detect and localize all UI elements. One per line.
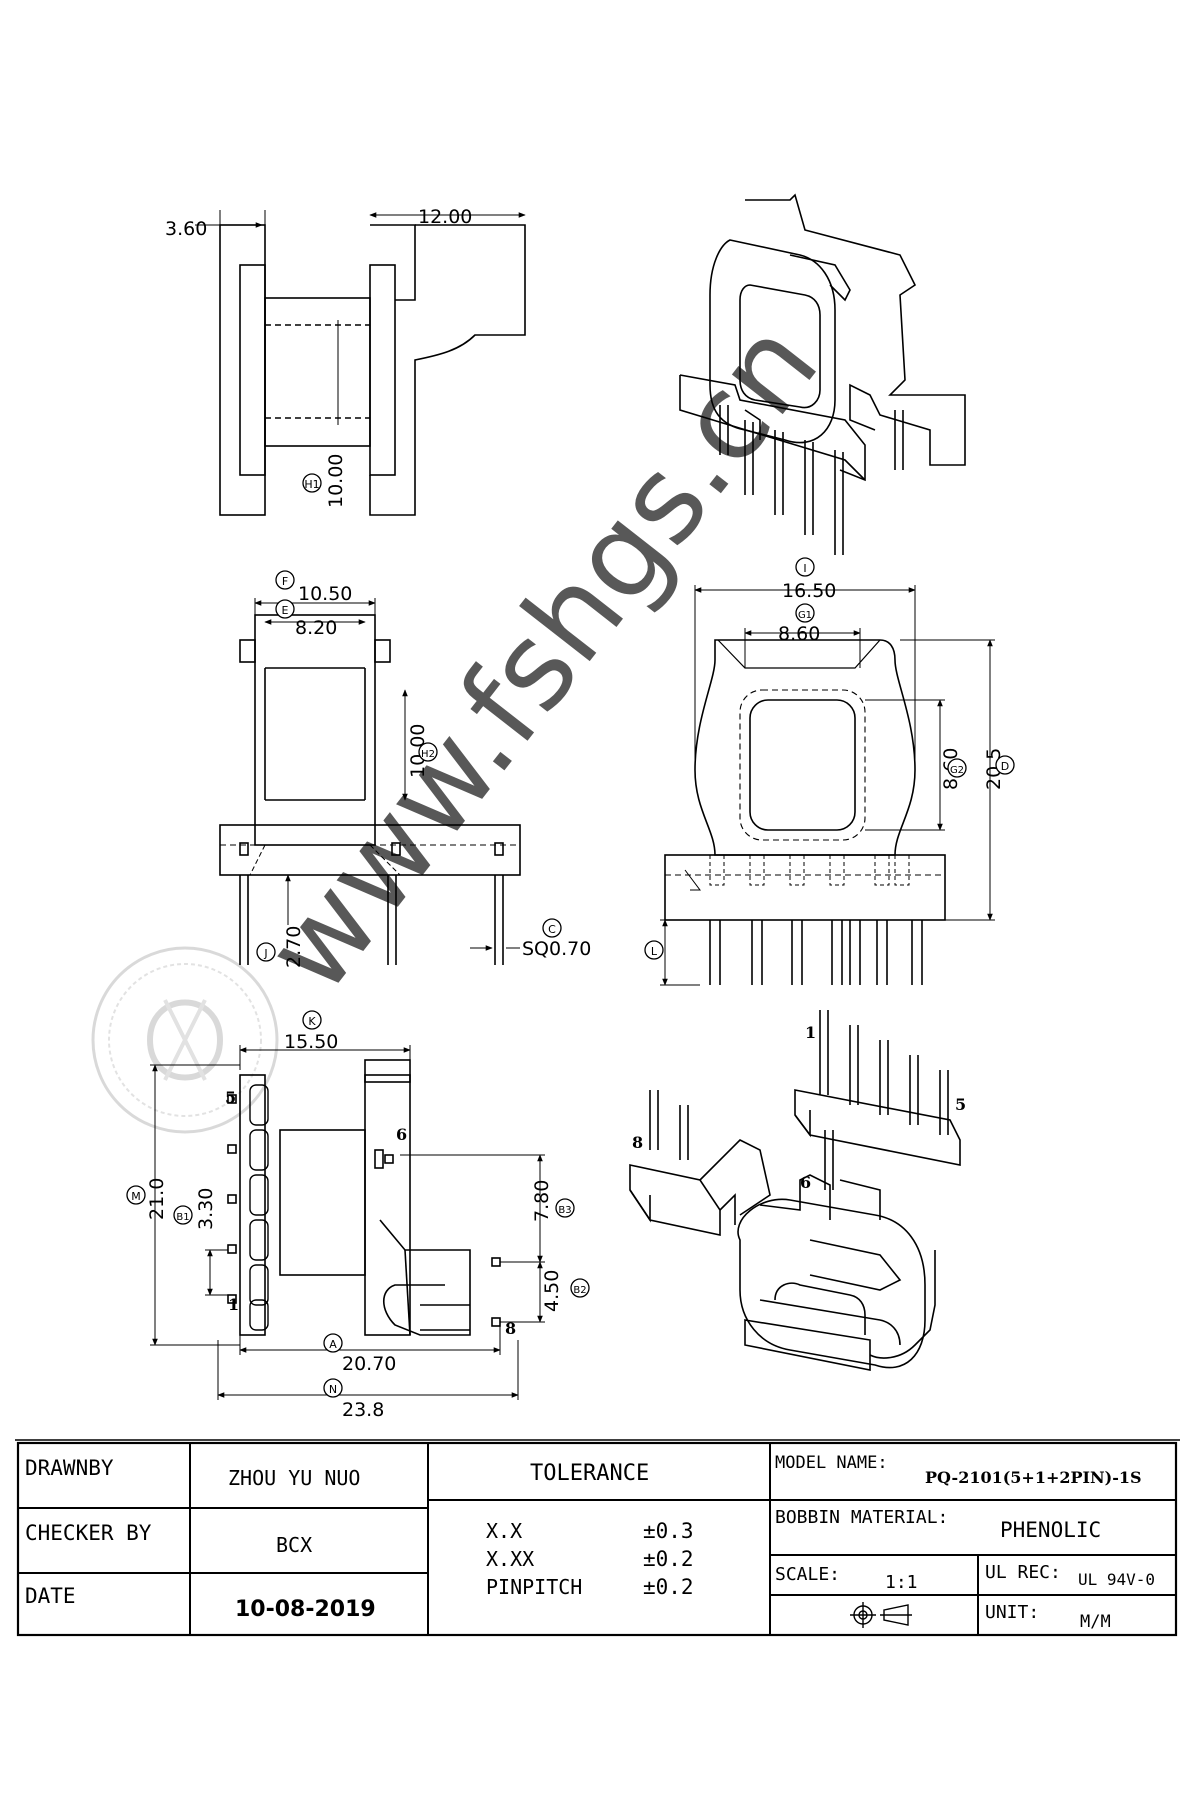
- dim-k-width: 15.50: [284, 1031, 338, 1053]
- checker-value: BCX: [276, 1533, 312, 1557]
- dim-f-width: 10.50: [298, 583, 352, 605]
- svg-text:F: F: [282, 575, 288, 588]
- label-b1: B1: [173, 1205, 193, 1225]
- date-value: 10-08-2019: [235, 1597, 376, 1622]
- label-j: J: [256, 942, 276, 962]
- dim-a-width: 20.70: [342, 1353, 396, 1375]
- date-label: DATE: [25, 1584, 76, 1608]
- view-top: [660, 585, 995, 986]
- svg-text:N: N: [329, 1383, 337, 1396]
- bobbin-material-value: PHENOLIC: [1000, 1518, 1101, 1542]
- tol-key-2: PINPITCH: [486, 1575, 582, 1599]
- watermark-seal: [91, 946, 279, 1134]
- pin-5-label: 5: [225, 1088, 236, 1107]
- tol-key-1: X.XX: [486, 1547, 534, 1571]
- tol-val-0: ±0.3: [643, 1519, 694, 1543]
- projection-symbol-icon: [850, 1602, 912, 1628]
- dim-top-height: 10.00: [325, 454, 347, 508]
- svg-text:B1: B1: [176, 1212, 189, 1223]
- checker-label: CHECKER BY: [25, 1521, 152, 1545]
- pin-8-label: 8: [505, 1319, 516, 1338]
- svg-text:H1: H1: [304, 478, 319, 491]
- dim-b1-pitch: 3.30: [195, 1188, 217, 1230]
- svg-text:D: D: [1001, 760, 1009, 773]
- unit-label: UNIT:: [985, 1602, 1039, 1623]
- view-bottom: [150, 1045, 545, 1400]
- model-name-value: PQ-2101(5+1+2PIN)-1S: [925, 1468, 1142, 1487]
- title-block: [15, 1439, 1180, 1637]
- label-m: M: [126, 1185, 146, 1205]
- label-c: C: [542, 918, 562, 938]
- view-side: [219, 598, 521, 965]
- svg-text:H2: H2: [421, 749, 435, 760]
- svg-text:G2: G2: [950, 765, 964, 776]
- svg-text:I: I: [803, 562, 806, 575]
- dim-b2-spacing: 4.50: [541, 1270, 563, 1312]
- watermark: www.fshgs.cn: [91, 296, 844, 1134]
- view-iso-top: [679, 193, 966, 555]
- label-e: E: [275, 599, 295, 619]
- tol-val-2: ±0.2: [643, 1575, 694, 1599]
- svg-text:A: A: [329, 1338, 337, 1351]
- label-d: D: [995, 755, 1015, 775]
- label-b3: B3: [555, 1198, 575, 1218]
- svg-text:M: M: [131, 1190, 141, 1203]
- svg-text:E: E: [282, 604, 289, 617]
- dim-m-height: 21.0: [146, 1178, 168, 1220]
- iso-pin-8-label: 8: [632, 1133, 643, 1152]
- view-front: [195, 210, 526, 516]
- svg-text:J: J: [263, 947, 267, 960]
- svg-text:C: C: [548, 923, 556, 936]
- svg-text:K: K: [308, 1015, 316, 1028]
- view-iso-bottom: [629, 1010, 961, 1371]
- bobbin-material-label: BOBBIN MATERIAL:: [775, 1507, 948, 1528]
- dim-top-right: 12.00: [418, 206, 472, 228]
- ul-rec-label: UL REC:: [985, 1562, 1061, 1583]
- label-i: I: [795, 557, 815, 577]
- label-k: K: [302, 1010, 322, 1030]
- svg-text:B2: B2: [573, 1285, 586, 1296]
- dim-i-width: 16.50: [782, 580, 836, 602]
- svg-text:L: L: [651, 945, 658, 958]
- unit-value: M/M: [1080, 1612, 1111, 1632]
- label-g1: G1: [795, 603, 815, 623]
- dim-top-left: 3.60: [165, 218, 207, 240]
- tol-key-0: X.X: [486, 1519, 522, 1543]
- label-h1: H1: [302, 473, 322, 493]
- label-f: F: [275, 570, 295, 590]
- svg-text:B3: B3: [558, 1205, 571, 1216]
- dim-h2-height: 10.00: [407, 724, 429, 778]
- iso-pin-1-label: 1: [805, 1023, 816, 1042]
- watermark-text: www.fshgs.cn: [238, 296, 844, 1017]
- tol-val-1: ±0.2: [643, 1547, 694, 1571]
- scale-value: 1:1: [885, 1572, 918, 1593]
- label-a: A: [323, 1333, 343, 1353]
- iso-pin-5-label: 5: [955, 1095, 966, 1114]
- pin-1-label: 1: [228, 1295, 239, 1314]
- ul-rec-value: UL 94V-0: [1078, 1570, 1155, 1589]
- label-g2: G2: [947, 758, 967, 778]
- dim-g1-width: 8.60: [778, 623, 820, 645]
- dim-b3-spacing: 7.80: [531, 1180, 553, 1222]
- iso-pin-6-label: 6: [800, 1173, 811, 1192]
- drawn-by-value: ZHOU YU NUO: [228, 1466, 360, 1490]
- label-n: N: [323, 1378, 343, 1398]
- dim-e-width: 8.20: [295, 617, 337, 639]
- model-name-label: MODEL NAME:: [775, 1453, 888, 1473]
- label-l: L: [644, 940, 664, 960]
- dim-c-pin: SQ0.70: [522, 938, 591, 960]
- tolerance-label: TOLERANCE: [530, 1461, 649, 1486]
- scale-label: SCALE:: [775, 1564, 840, 1585]
- svg-text:G1: G1: [798, 610, 812, 621]
- dim-n-width: 23.8: [342, 1399, 384, 1421]
- pin-6-label: 6: [396, 1125, 407, 1144]
- dim-j-pin: 2.70: [283, 926, 305, 968]
- label-b2: B2: [570, 1278, 590, 1298]
- label-h2: H2: [418, 742, 438, 762]
- drawn-by-label: DRAWNBY: [25, 1456, 114, 1480]
